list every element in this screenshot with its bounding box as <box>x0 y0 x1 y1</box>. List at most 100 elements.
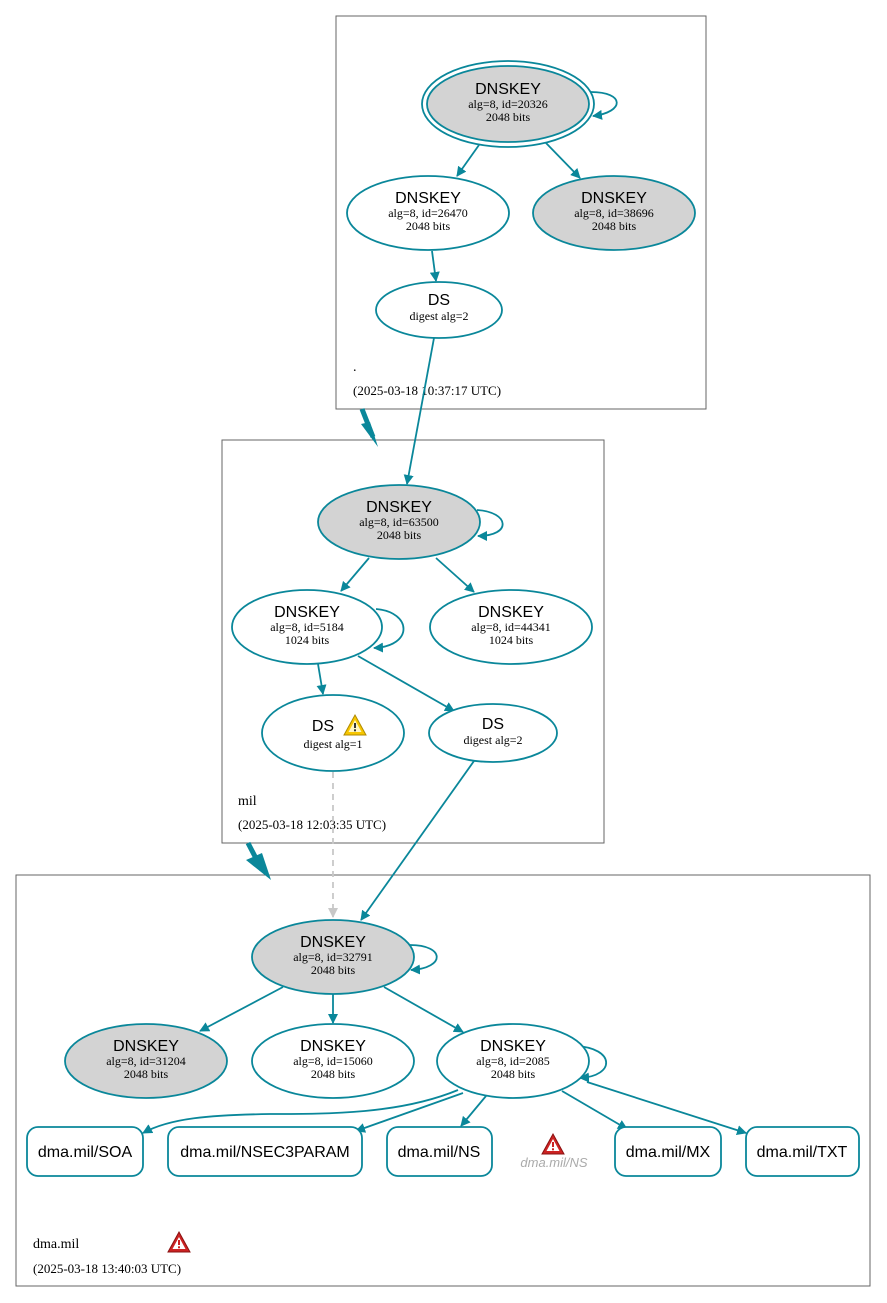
node-bits: 2048 bits <box>592 219 637 233</box>
root-ksk-self-edge <box>590 91 618 120</box>
edge-mil-ksk-zsk1 <box>340 557 370 592</box>
dnskey-node-mil-ksk[interactable]: DNSKEY alg=8, id=63500 2048 bits <box>317 484 481 560</box>
dnskey-node-mil-5184[interactable]: DNSKEY alg=8, id=5184 1024 bits <box>231 589 383 665</box>
dnskey-node-root-zsk-38696[interactable]: DNSKEY alg=8, id=38696 2048 bits <box>532 175 696 251</box>
node-algid: alg=8, id=20326 <box>468 97 548 111</box>
node-ellipse <box>317 484 481 560</box>
node-title: DNSKEY <box>113 1038 179 1055</box>
node-title: DS <box>482 716 504 733</box>
ds-node-mil-alg2[interactable]: DS digest alg=2 <box>428 703 558 763</box>
dnskey-node-dma-2085[interactable]: DNSKEY alg=8, id=2085 2048 bits <box>436 1023 590 1099</box>
mil-ksk-self-edge <box>476 509 504 541</box>
node-ellipse <box>64 1023 228 1099</box>
node-algid: alg=8, id=38696 <box>574 206 654 220</box>
delegation-mil-dma-head <box>246 853 271 880</box>
node-ellipse <box>231 589 383 665</box>
delegation-root-mil-head <box>361 422 378 447</box>
node-ellipse <box>532 175 696 251</box>
node-bits: 2048 bits <box>311 963 356 977</box>
node-ellipse <box>251 919 415 995</box>
rrset-label: dma.mil/SOA <box>38 1144 133 1161</box>
zone-dma-timestamp: (2025-03-18 13:40:03 UTC) <box>33 1261 181 1276</box>
node-ellipse <box>375 281 503 339</box>
ksk-ellipse <box>426 65 590 143</box>
node-algid: alg=8, id=63500 <box>359 515 439 529</box>
node-ellipse <box>428 703 558 763</box>
rrset-label-ghost: dma.mil/NS <box>520 1155 588 1170</box>
rrset-label: dma.mil/TXT <box>757 1144 848 1161</box>
rrset-label: dma.mil/NS <box>398 1144 481 1161</box>
node-title: DS <box>312 718 334 735</box>
zone-dma-name: dma.mil <box>33 1237 79 1252</box>
zone-root-timestamp: (2025-03-18 10:37:17 UTC) <box>353 383 501 398</box>
dnskey-node-root-zsk-26470[interactable]: DNSKEY alg=8, id=26470 2048 bits <box>346 175 510 251</box>
zone-mil-name: mil <box>238 794 257 809</box>
edge-root-ksk-zsk2 <box>545 142 581 179</box>
node-algid: alg=8, id=26470 <box>388 206 468 220</box>
edge-dma-ksk-k3 <box>383 986 464 1033</box>
node-title: DNSKEY <box>475 81 541 98</box>
node-title: DNSKEY <box>274 604 340 621</box>
rrset-mx[interactable]: dma.mil/MX <box>614 1126 722 1177</box>
edge-mil-zsk1-ds2 <box>357 655 455 712</box>
node-algid: alg=8, id=15060 <box>293 1054 373 1068</box>
rrset-nsec3param[interactable]: dma.mil/NSEC3PARAM <box>167 1126 363 1177</box>
edge-root-ksk-zsk1 <box>456 144 480 177</box>
edge-mil-zsk1-ds1 <box>316 663 327 695</box>
node-ellipse <box>429 589 593 665</box>
dnskey-node-mil-44341[interactable]: DNSKEY alg=8, id=44341 1024 bits <box>429 589 593 665</box>
node-title: DNSKEY <box>300 934 366 951</box>
ds-node-mil-alg1[interactable]: DS digest alg=1 <box>261 694 405 772</box>
node-algid: alg=8, id=44341 <box>471 620 551 634</box>
node-algid: alg=8, id=32791 <box>293 950 373 964</box>
edge-root-ds-mil-ksk <box>403 337 435 485</box>
node-bits: 2048 bits <box>406 219 451 233</box>
node-ellipse <box>436 1023 590 1099</box>
rrset-label: dma.mil/NSEC3PARAM <box>180 1144 350 1161</box>
node-bits: 2048 bits <box>124 1067 169 1081</box>
rrset-label: dma.mil/MX <box>626 1144 711 1161</box>
node-digest: digest alg=1 <box>303 737 362 751</box>
rrset-txt[interactable]: dma.mil/TXT <box>745 1126 860 1177</box>
rrset-box <box>614 1126 722 1177</box>
node-bits: 2048 bits <box>486 110 531 124</box>
node-bits: 1024 bits <box>285 633 330 647</box>
node-bits: 2048 bits <box>377 528 422 542</box>
edge-dma-k3-soa <box>142 1089 459 1134</box>
dnskey-node-dma-ksk[interactable]: DNSKEY alg=8, id=32791 2048 bits <box>251 919 415 995</box>
edge-dma-k3-txt <box>586 1081 747 1136</box>
node-title: DNSKEY <box>300 1038 366 1055</box>
edge-dma-ksk-k1 <box>199 986 284 1032</box>
rrset-box <box>745 1126 860 1177</box>
edge-dma-k3-mx <box>561 1090 628 1130</box>
node-bits: 2048 bits <box>311 1067 356 1081</box>
node-title: DNSKEY <box>395 190 461 207</box>
edge-mil-ksk-zsk2 <box>435 557 475 593</box>
rrset-ns-nonexistent[interactable]: dma.mil/NS <box>520 1132 588 1170</box>
node-algid: alg=8, id=31204 <box>106 1054 186 1068</box>
node-digest: digest alg=2 <box>409 309 468 323</box>
dnskey-node-dma-31204[interactable]: DNSKEY alg=8, id=31204 2048 bits <box>64 1023 228 1099</box>
mil-zsk1-self-edge <box>373 608 405 653</box>
rrset-ns[interactable]: dma.mil/NS <box>386 1126 493 1177</box>
node-ellipse <box>251 1023 415 1099</box>
rrset-soa[interactable]: dma.mil/SOA <box>26 1126 144 1177</box>
rrset-box <box>386 1126 493 1177</box>
ds-node-root[interactable]: DS digest alg=2 <box>375 281 503 339</box>
node-title: DNSKEY <box>581 190 647 207</box>
dnskey-node-root-ksk[interactable]: DNSKEY alg=8, id=20326 2048 bits <box>421 60 595 148</box>
edge-root-zsk1-ds <box>429 250 440 282</box>
zone-root-name: . <box>353 360 357 375</box>
rrset-box <box>26 1126 144 1177</box>
ksk-outer-ring <box>421 60 595 148</box>
node-bits: 2048 bits <box>491 1067 536 1081</box>
dnskey-node-dma-15060[interactable]: DNSKEY alg=8, id=15060 2048 bits <box>251 1023 415 1099</box>
zone-mil-timestamp: (2025-03-18 12:03:35 UTC) <box>238 817 386 832</box>
node-algid: alg=8, id=2085 <box>476 1054 550 1068</box>
node-ellipse <box>261 694 405 772</box>
edge-dma-k3-nsec3param <box>355 1092 464 1133</box>
dma-ksk-self-edge <box>409 944 438 975</box>
node-title: DNSKEY <box>366 499 432 516</box>
dma-k3-self-edge <box>575 1045 607 1083</box>
